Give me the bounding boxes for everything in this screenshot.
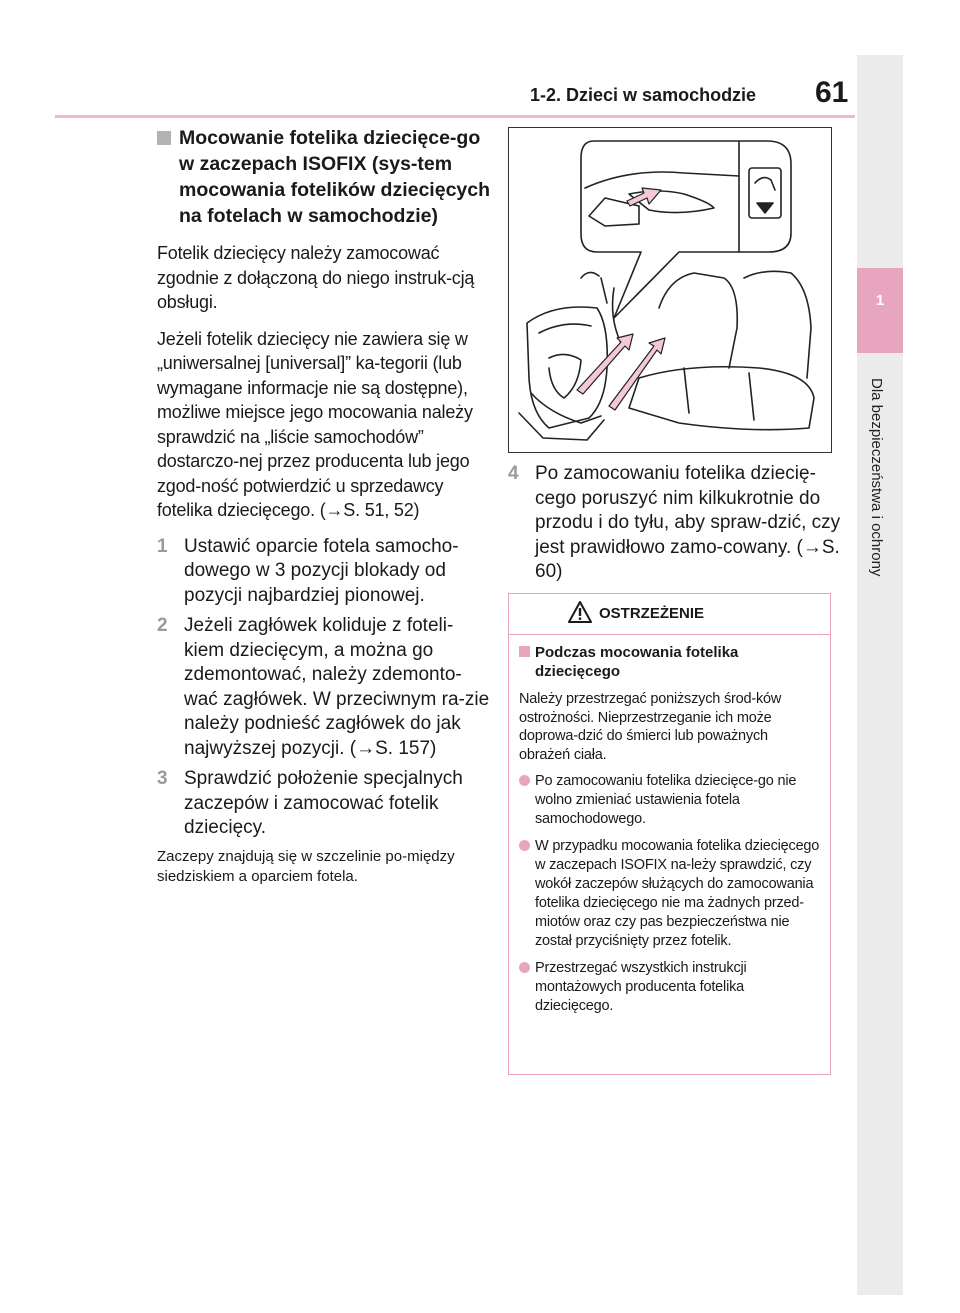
left-column: Mocowanie fotelika dziecięce-go w zaczep… (157, 125, 492, 887)
anchor-note: Zaczepy znajdują się w szczelinie po-mię… (157, 847, 455, 885)
step-3: 3 Sprawdzić położenie specjalnych zaczep… (157, 767, 492, 841)
section-title: 1-2. Dzieci w samochodzie (530, 85, 757, 105)
warning-box: OSTRZEŻENIE Podczas mocowania fotelika d… (508, 593, 831, 1075)
step-number: 4 (508, 463, 519, 484)
circle-bullet-icon (519, 775, 530, 786)
warning-bullet-text: Po zamocowaniu fotelika dziecięce-go nie… (535, 773, 797, 827)
section-heading: Mocowanie fotelika dziecięce-go w zaczep… (157, 125, 492, 229)
step-number: 3 (157, 768, 168, 789)
step-4: 4 Po zamocowaniu fotelika dziecię-cego p… (508, 462, 848, 585)
square-bullet-icon (519, 646, 530, 657)
category-paragraph: Jeżeli fotelik dziecięcy nie zawiera się… (157, 328, 473, 521)
side-tab-background (857, 55, 903, 1295)
page-number: 61 (815, 76, 849, 109)
warning-bullet-text: Przestrzegać wszystkich instrukcji monta… (535, 960, 747, 1014)
step-2: 2 Jeżeli zagłówek koliduje z foteli-kiem… (157, 614, 492, 761)
circle-bullet-icon (519, 962, 530, 973)
warning-heading: Podczas mocowania fotelika dziecięcego (519, 643, 820, 681)
step-text: Po zamocowaniu fotelika dziecię-cego por… (535, 463, 841, 582)
warning-bullet: W przypadku mocowania fotelika dziecięce… (519, 837, 820, 951)
warning-triangle-icon (568, 601, 592, 623)
step-1: 1 Ustawić oparcie fotela samocho-dowego … (157, 535, 492, 609)
warning-header: OSTRZEŻENIE (509, 594, 830, 635)
side-tab-marker (857, 268, 903, 353)
intro-paragraph: Fotelik dziecięcy należy zamocować zgodn… (157, 243, 475, 312)
step-text: Ustawić oparcie fotela samocho-dowego w … (184, 535, 459, 606)
section-heading-text: Mocowanie fotelika dziecięce-go w zaczep… (179, 127, 491, 227)
right-column: 4 Po zamocowaniu fotelika dziecię-cego p… (508, 462, 848, 585)
isofix-seat-drawing (518, 140, 815, 441)
circle-bullet-icon (519, 840, 530, 851)
warning-bullet: Przestrzegać wszystkich instrukcji monta… (519, 959, 820, 1016)
chapter-number: 1 (875, 292, 885, 309)
chapter-label: Dla bezpieczeństwa i ochrony (868, 378, 885, 577)
warning-heading-text: Podczas mocowania fotelika dziecięcego (535, 644, 739, 680)
isofix-illustration (508, 127, 832, 453)
warning-text: Należy przestrzegać poniższych środ-ków … (519, 691, 782, 763)
step-number: 2 (157, 615, 168, 636)
step-number: 1 (157, 535, 168, 557)
warning-bullet-text: W przypadku mocowania fotelika dziecięce… (535, 838, 820, 949)
warning-title: OSTRZEŻENIE (599, 605, 705, 622)
warning-body: Podczas mocowania fotelika dziecięcego N… (509, 635, 830, 1016)
warning-bullet: Po zamocowaniu fotelika dziecięce-go nie… (519, 772, 820, 829)
step-text: Sprawdzić położenie specjalnych zaczepów… (184, 768, 463, 838)
square-bullet-icon (157, 131, 171, 145)
step-text: Jeżeli zagłówek koliduje z foteli-kiem d… (184, 615, 490, 759)
header-divider (55, 115, 855, 118)
